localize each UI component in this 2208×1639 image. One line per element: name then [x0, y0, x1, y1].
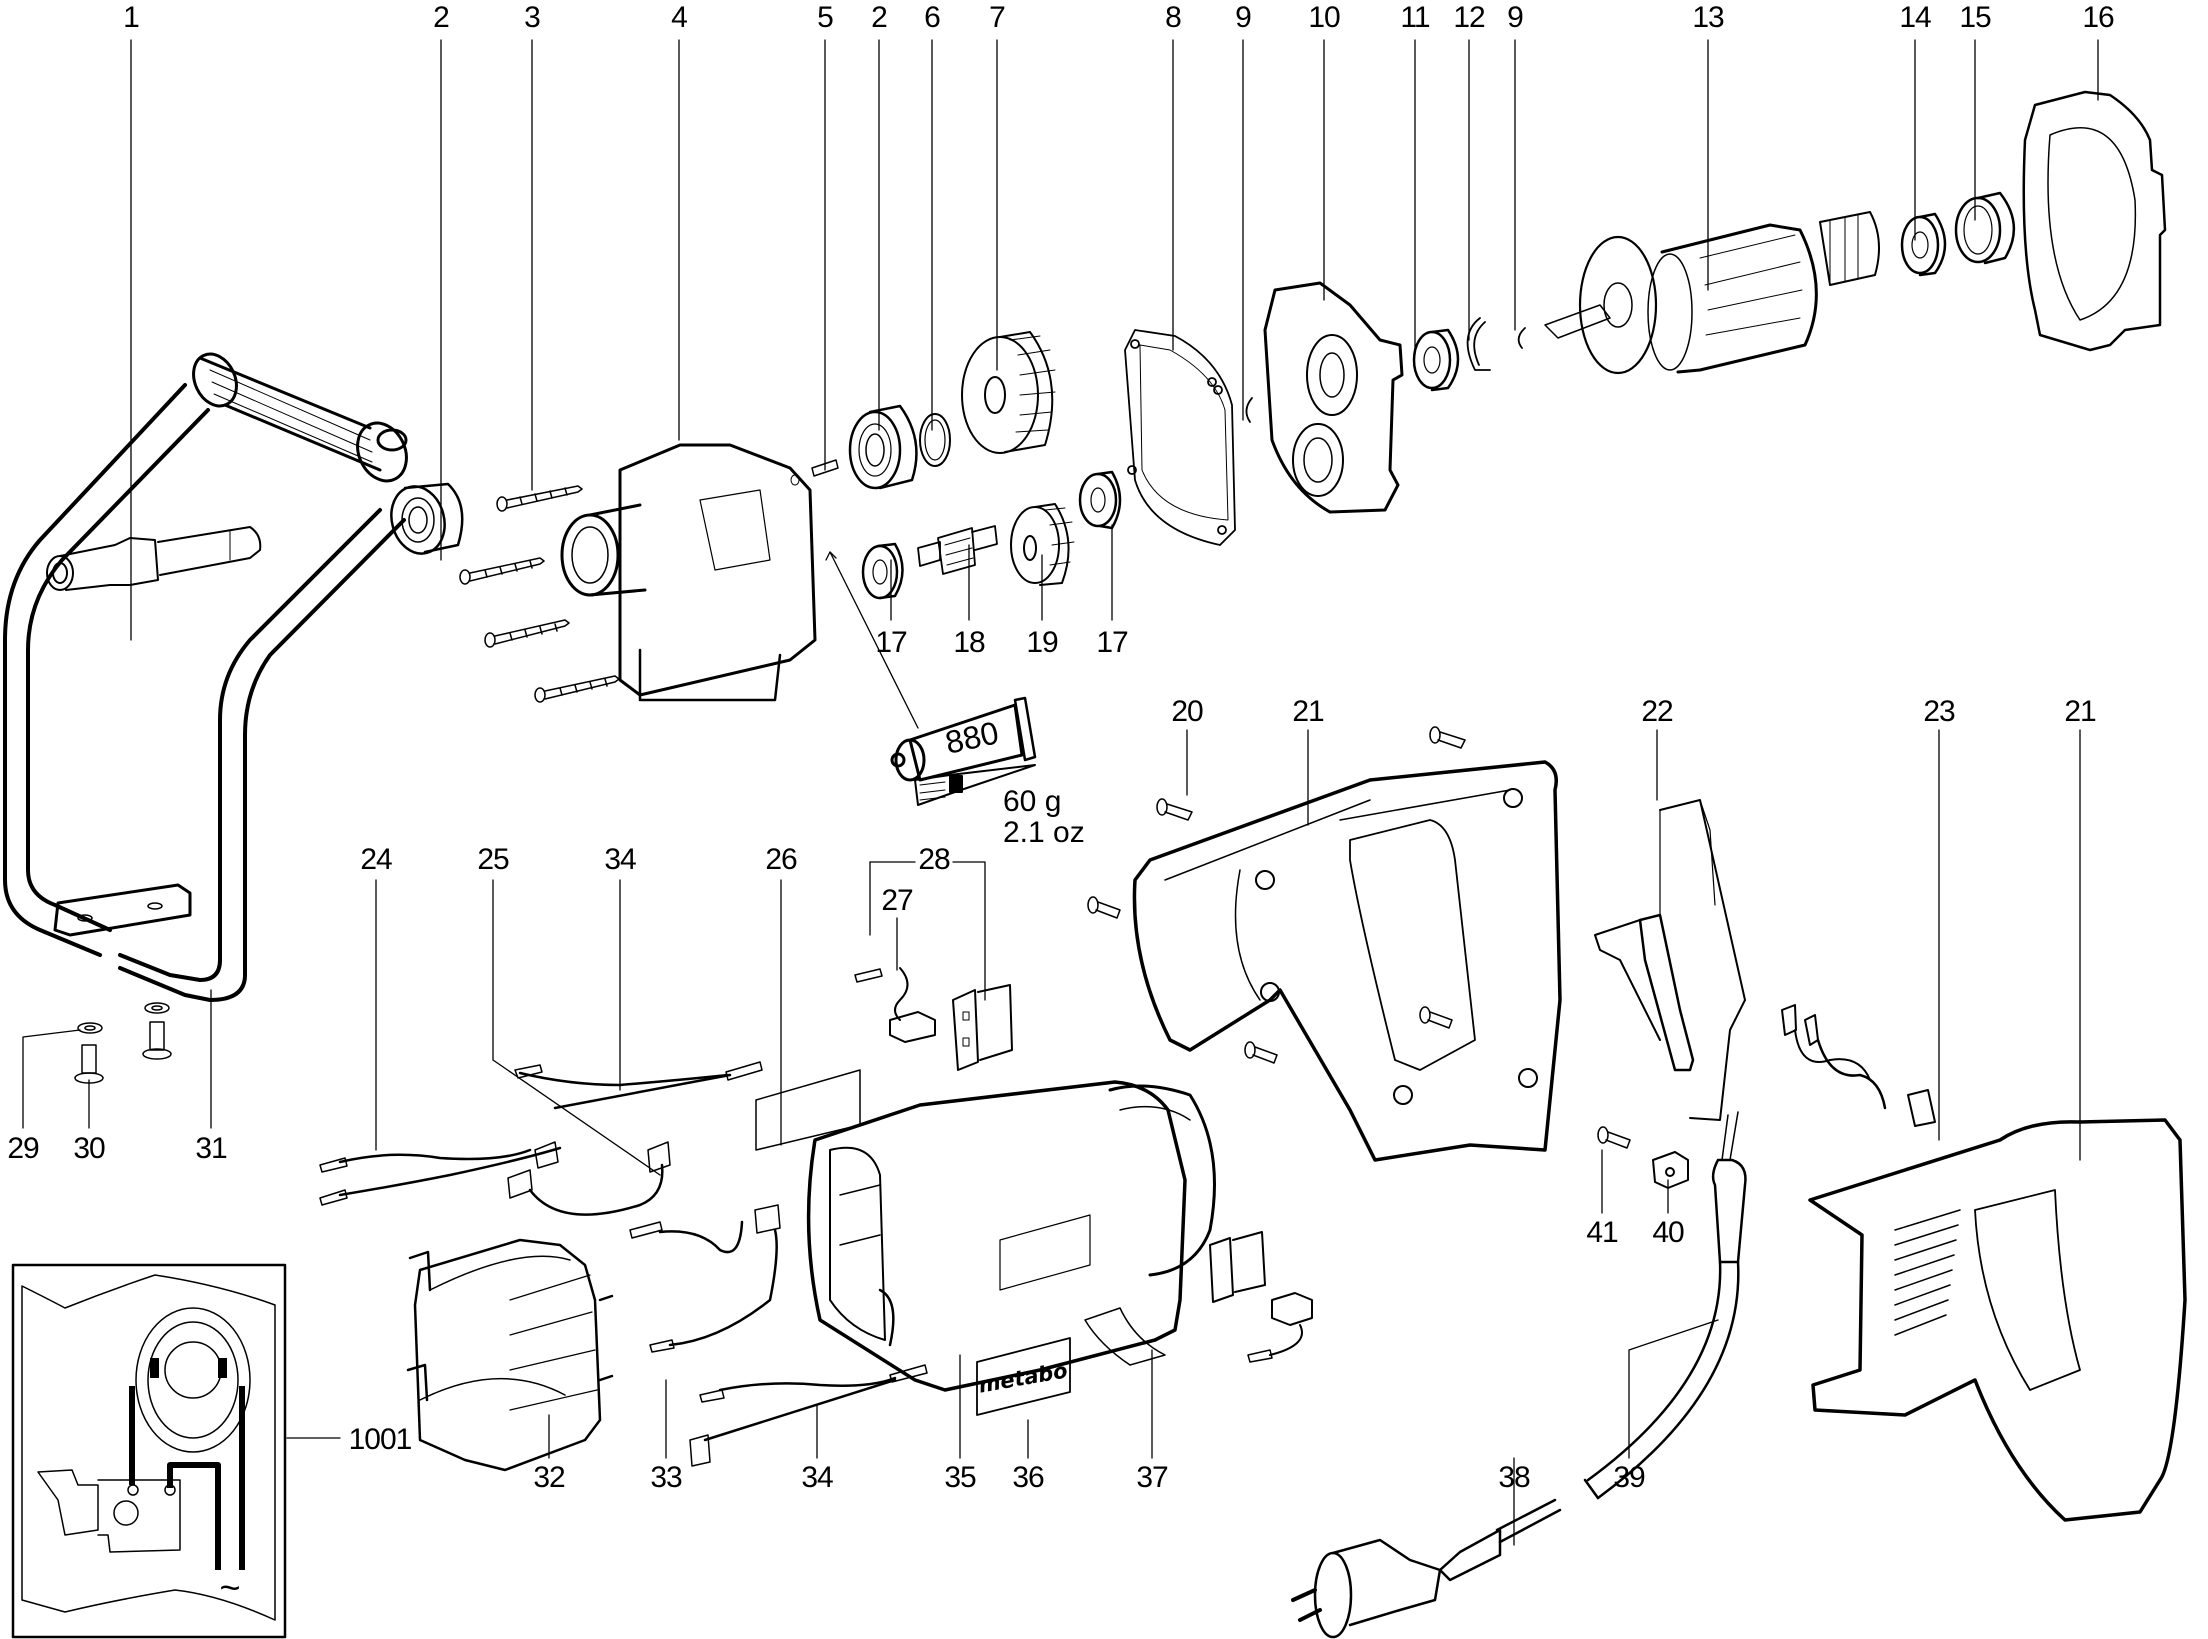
brush-icon — [914, 764, 1036, 806]
callout-29[interactable]: 29 — [7, 1132, 39, 1165]
part-bearing-sleeve[interactable] — [1954, 191, 2016, 265]
callout-2[interactable]: 2 — [871, 1, 888, 34]
part-gear-housing[interactable] — [560, 443, 817, 702]
callout-13[interactable]: 13 — [1692, 1, 1724, 34]
callout-32[interactable]: 32 — [533, 1461, 565, 1494]
part-suppressor[interactable] — [1781, 1004, 1936, 1127]
part-screw-41[interactable] — [1597, 1126, 1631, 1149]
callout-15[interactable]: 15 — [1959, 1, 1991, 34]
part-bearing-17b[interactable] — [1078, 470, 1122, 530]
part-carbon-brush[interactable] — [889, 967, 936, 1043]
callout-40[interactable]: 40 — [1652, 1216, 1684, 1249]
callout-34[interactable]: 34 — [801, 1461, 833, 1494]
part-washer-6[interactable] — [919, 413, 951, 467]
part-brush-holder-2[interactable] — [1209, 1231, 1313, 1356]
leader-lines — [22, 39, 2099, 1546]
part-pinion-shaft[interactable] — [917, 525, 998, 575]
callout-21[interactable]: 21 — [2064, 695, 2096, 728]
part-handle-shell-right[interactable] — [1808, 1118, 2187, 1522]
callout-23[interactable]: 23 — [1923, 695, 1955, 728]
part-bearing-2[interactable] — [848, 404, 918, 490]
part-cables[interactable] — [338, 1071, 897, 1442]
part-spindle[interactable] — [46, 526, 262, 591]
part-bow-handle[interactable] — [3, 383, 406, 1002]
callout-9[interactable]: 9 — [1235, 1, 1252, 34]
part-insulation[interactable] — [1084, 1307, 1166, 1366]
callout-3[interactable]: 3 — [524, 1, 541, 34]
part-air-guide-ring[interactable] — [2022, 90, 2167, 352]
part-bearing-flange[interactable] — [1263, 281, 1404, 514]
callout-10[interactable]: 10 — [1308, 1, 1340, 34]
callout-26[interactable]: 26 — [765, 843, 797, 876]
callout-24[interactable]: 24 — [360, 843, 392, 876]
callout-6[interactable]: 6 — [924, 1, 941, 34]
callout-33[interactable]: 33 — [650, 1461, 682, 1494]
callout-35[interactable]: 35 — [944, 1461, 976, 1494]
part-pin[interactable] — [811, 459, 839, 477]
part-washers-screws[interactable] — [74, 1002, 172, 1084]
callout-22[interactable]: 22 — [1641, 695, 1673, 728]
part-terminals — [319, 968, 1273, 1467]
callout-34[interactable]: 34 — [604, 843, 636, 876]
part-logo-plate[interactable] — [976, 1337, 1071, 1416]
part-grip[interactable] — [185, 347, 415, 489]
part-bearing-14[interactable] — [1900, 212, 1947, 277]
part-circlip-9a[interactable] — [1245, 397, 1253, 423]
part-bearing-11[interactable] — [1412, 328, 1460, 392]
part-bearing-17a[interactable] — [861, 542, 904, 600]
part-gear-7[interactable] — [961, 331, 1056, 454]
part-gear-19[interactable] — [1010, 503, 1075, 586]
part-retaining-ring[interactable] — [1466, 317, 1491, 371]
part-screws-20[interactable] — [1087, 726, 1466, 1064]
callout-39[interactable]: 39 — [1613, 1461, 1645, 1494]
callout-37[interactable]: 37 — [1136, 1461, 1168, 1494]
callout-41[interactable]: 41 — [1586, 1216, 1618, 1249]
callout-7[interactable]: 7 — [989, 1, 1006, 34]
part-gasket[interactable] — [1124, 329, 1236, 546]
part-bearing-left[interactable] — [384, 480, 464, 559]
callout-4[interactable]: 4 — [671, 1, 688, 34]
grease-weight-metric: 60 g — [1003, 785, 1062, 818]
callout-28[interactable]: 28 — [918, 843, 950, 876]
part-circlip-9b[interactable] — [1517, 327, 1526, 349]
callout-30[interactable]: 30 — [73, 1132, 105, 1165]
part-power-plug[interactable] — [1291, 1498, 1562, 1639]
callout-21[interactable]: 21 — [1292, 695, 1324, 728]
callout-14[interactable]: 14 — [1899, 1, 1931, 34]
callout-9[interactable]: 9 — [1507, 1, 1524, 34]
callout-38[interactable]: 38 — [1498, 1461, 1530, 1494]
callout-2[interactable]: 2 — [433, 1, 450, 34]
part-switch[interactable] — [1594, 799, 1746, 1121]
part-field-coil[interactable] — [406, 1238, 614, 1472]
callout-27[interactable]: 27 — [881, 884, 913, 917]
callout-25[interactable]: 25 — [477, 843, 509, 876]
callout-5[interactable]: 5 — [817, 1, 834, 34]
part-armature[interactable] — [1544, 211, 1880, 375]
callout-19[interactable]: 19 — [1026, 626, 1058, 659]
callout-36[interactable]: 36 — [1012, 1461, 1044, 1494]
callout-1001[interactable]: 1001 — [348, 1423, 413, 1456]
part-handle-shell-left[interactable] — [1132, 760, 1562, 1162]
part-cable-sleeve[interactable] — [1583, 1111, 1747, 1500]
callout-12[interactable]: 12 — [1453, 1, 1485, 34]
callout-17[interactable]: 17 — [1096, 626, 1128, 659]
ac-symbol-icon: ~ — [219, 1567, 241, 1608]
part-brush-holder[interactable] — [952, 984, 1013, 1071]
callout-11[interactable]: 11 — [1400, 1, 1430, 34]
part-screws-3[interactable] — [459, 485, 620, 703]
callout-20[interactable]: 20 — [1171, 695, 1203, 728]
callout-17[interactable]: 17 — [875, 626, 907, 659]
callout-16[interactable]: 16 — [2082, 1, 2114, 34]
callout-1[interactable]: 1 — [123, 1, 140, 34]
part-cable-clamp[interactable] — [1652, 1151, 1689, 1189]
wiring-diagram-inset — [11, 1263, 287, 1639]
callout-8[interactable]: 8 — [1165, 1, 1182, 34]
callout-31[interactable]: 31 — [195, 1132, 227, 1165]
grease-weight-imperial: 2.1 oz — [1003, 816, 1085, 849]
part-motor-housing[interactable] — [806, 1080, 1216, 1392]
part-label-26[interactable] — [755, 1069, 861, 1151]
grease-tube — [890, 696, 1037, 782]
callout-18[interactable]: 18 — [953, 626, 985, 659]
